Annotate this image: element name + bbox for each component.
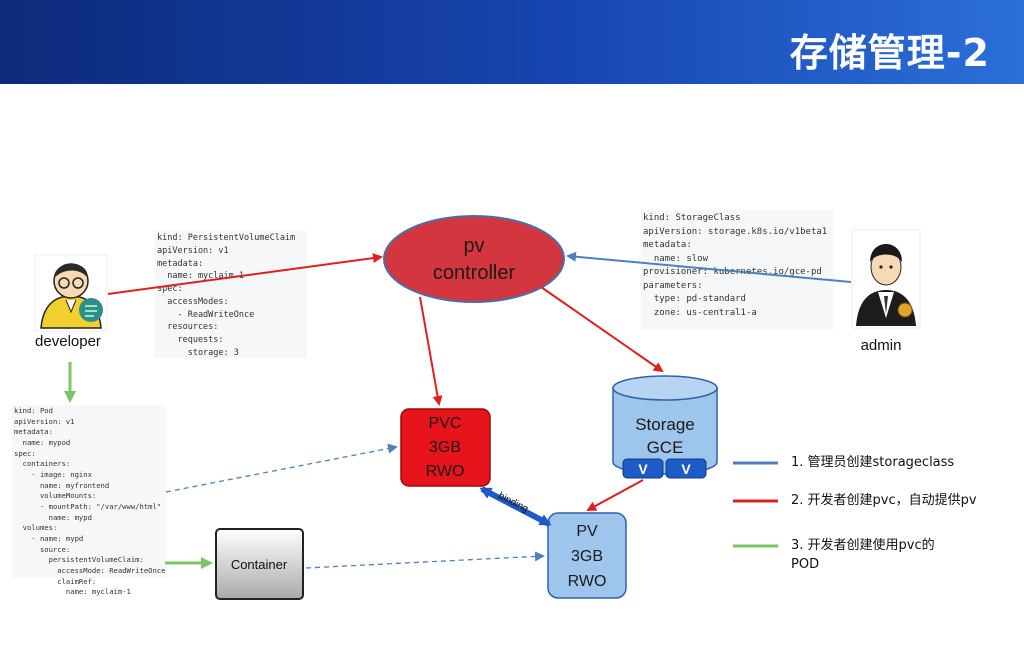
storageclass-yaml-snippet: kind: StorageClass apiVersion: storage.k… (641, 210, 833, 330)
container-node (215, 528, 304, 600)
admin-icon (851, 229, 921, 329)
pvc-label-1: PVC (429, 415, 462, 432)
developer-icon (34, 254, 108, 332)
pvc-label-2: 3GB (429, 439, 461, 456)
arrow-container-to-pv (305, 551, 545, 569)
arrow-admin-to-controller (566, 251, 852, 283)
pvc-label-3: RWO (426, 463, 465, 480)
pv-controller-label-2: controller (433, 262, 516, 284)
pv-node (547, 512, 627, 599)
volume-chip-1 (622, 458, 664, 479)
pv-label-1: PV (576, 523, 598, 540)
pv-label-3: RWO (568, 573, 607, 590)
pv-label-2: 3GB (571, 548, 603, 565)
developer-label: developer (35, 333, 101, 350)
legend-item-1: 1. 管理员创建storageclass (791, 455, 955, 470)
arrow-controller-to-pvc (419, 296, 443, 406)
storage-label-1: Storage (635, 415, 695, 434)
pv-controller-label-1: pv (463, 235, 484, 257)
binding-label: binding (496, 491, 530, 515)
arrow-pod-to-pvc (165, 443, 398, 493)
pv-controller-node (383, 215, 565, 303)
page-title: 存储管理-2 (789, 31, 990, 75)
volume-chip-1-label: V (638, 461, 648, 477)
container-label: Container (231, 557, 288, 572)
arrow-controller-to-storage (540, 286, 664, 373)
volume-chip-2 (665, 458, 707, 479)
storage-gce-node (612, 375, 718, 475)
storage-label-2: GCE (647, 438, 684, 457)
binding-arrow (479, 486, 552, 527)
header-bar: 存储管理-2 (0, 0, 1024, 84)
arrow-developer-to-controller (107, 253, 383, 295)
legend-item-3: 3. 开发者创建使用pvc的 POD (791, 538, 935, 572)
legend-item-2: 2. 开发者创建pvc，自动提供pv (791, 493, 977, 508)
pvc-node (400, 408, 491, 487)
admin-label: admin (861, 337, 902, 354)
pvc-yaml-snippet: kind: PersistentVolumeClaim apiVersion: … (155, 230, 307, 358)
pod-yaml-snippet: kind: Pod apiVersion: v1 metadata: name:… (12, 405, 166, 597)
volume-chip-2-label: V (681, 461, 691, 477)
arrow-storage-to-pv (586, 479, 644, 511)
